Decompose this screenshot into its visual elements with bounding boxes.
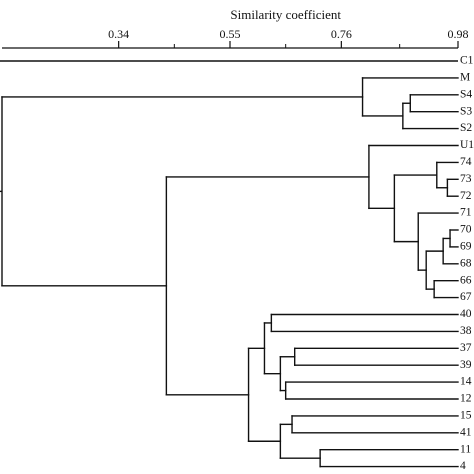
- tick-label: 0.76: [331, 27, 352, 41]
- mirrored-plot-area: 0.34 0.55 0.76 0.98 Similarity coefficient C…: [0, 7, 474, 472]
- leaf-label: 15: [460, 410, 472, 422]
- leaf-label: M: [460, 72, 470, 84]
- leaf-label: 4: [460, 460, 466, 472]
- leaf-label: 73: [460, 173, 472, 185]
- leaf-label: 41: [460, 426, 472, 438]
- axis-title: Similarity coefficient: [230, 7, 341, 22]
- similarity-axis: 0.34 0.55 0.76 0.98 Similarity coefficient: [2, 7, 469, 49]
- tick-label: 0.34: [108, 27, 129, 41]
- leaf-label: U1: [460, 139, 474, 151]
- leaf-label: C1: [460, 55, 474, 67]
- leaf-label: 12: [460, 393, 472, 405]
- leaf-label: 69: [460, 241, 472, 253]
- leaf-label: 67: [460, 291, 472, 303]
- leaf-label: 38: [460, 325, 472, 337]
- leaf-label: 40: [460, 308, 472, 320]
- leaf-label: 71: [460, 207, 472, 219]
- leaf-label: 39: [460, 359, 472, 371]
- leaf-label: S2: [460, 122, 472, 134]
- leaf-label: 70: [460, 224, 472, 236]
- leaf-label: 68: [460, 257, 472, 269]
- leaf-label: 14: [460, 376, 472, 388]
- leaf-label: 37: [460, 342, 472, 354]
- leaf-label: 74: [460, 156, 472, 168]
- leaf-label: 72: [460, 190, 472, 202]
- leaf-label: 66: [460, 274, 472, 286]
- tick-label: 0.55: [220, 27, 241, 41]
- leaf-label: S3: [460, 105, 472, 117]
- leaf-label: S4: [460, 88, 472, 100]
- leaf-label: 11: [460, 443, 471, 455]
- tick-label: 0.98: [448, 27, 469, 41]
- dendrogram-branches: [0, 60, 459, 468]
